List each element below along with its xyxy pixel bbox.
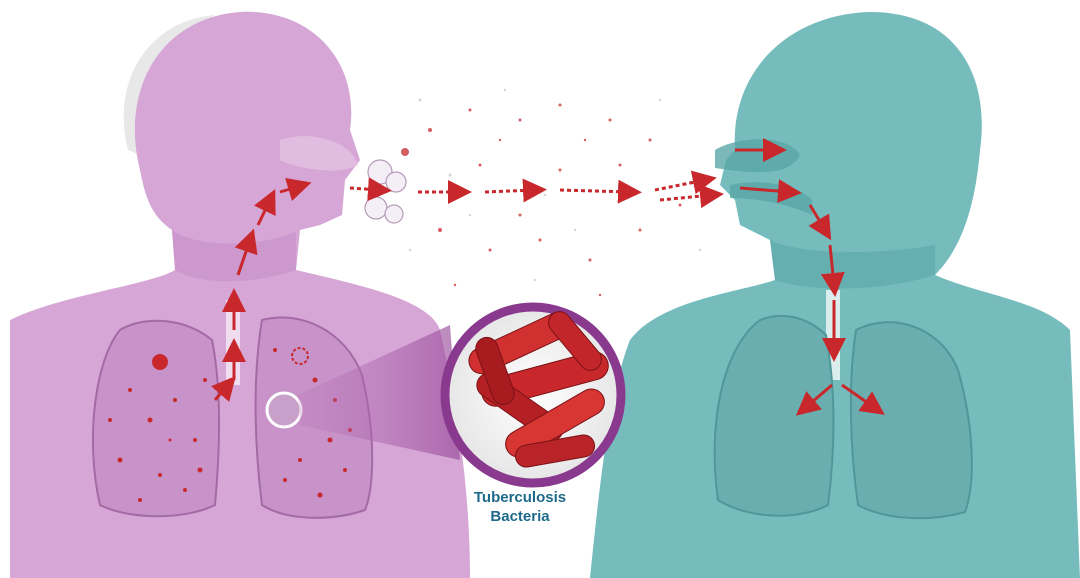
airborne-droplets (365, 89, 701, 296)
bacteria-inset (445, 307, 621, 483)
exposed-person-silhouette (590, 12, 1080, 578)
inset-label-line1: Tuberculosis (440, 488, 600, 507)
inset-label-line2: Bacteria (440, 507, 600, 526)
infected-person-silhouette (10, 12, 470, 578)
inset-label: Tuberculosis Bacteria (440, 488, 600, 526)
